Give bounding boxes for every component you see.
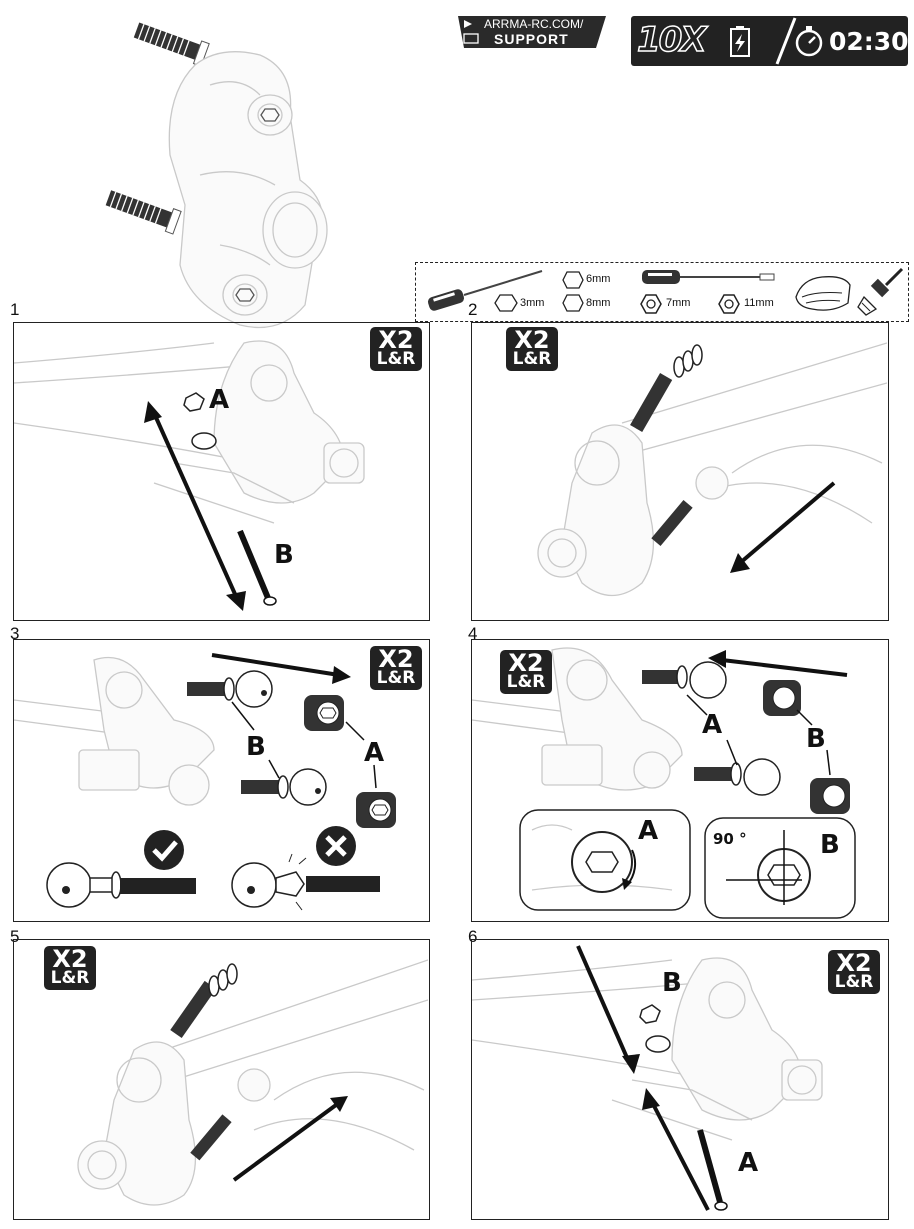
step-6-illustration	[472, 945, 823, 1211]
step-5-panel: X2 L&R	[13, 939, 430, 1220]
hex-8mm-icon	[562, 294, 584, 312]
brush-icon	[857, 267, 904, 316]
hex-driver-icon	[427, 270, 543, 311]
laptop-icon	[463, 33, 479, 44]
stopwatch-icon	[795, 26, 823, 57]
rag-icon	[795, 276, 851, 311]
step-1-panel: X2 L&R A B	[13, 322, 430, 621]
step-1-illustration	[14, 340, 365, 611]
step-4-number: 4	[468, 624, 478, 643]
support-logo-background	[458, 16, 606, 48]
badge-top-text: X2	[378, 326, 414, 354]
step-4-label-b: B	[806, 724, 826, 754]
badge-bottom-text: L&R	[512, 349, 552, 369]
hex-6mm-icon	[562, 271, 584, 289]
step-4-illustration	[472, 647, 856, 919]
time-value: 02:30	[829, 27, 909, 56]
tool-label-3mm: 3mm	[520, 297, 545, 309]
step-6-panel: X2 L&R B A	[471, 939, 889, 1220]
play-icon	[464, 20, 472, 28]
badge-bottom-text: L&R	[834, 972, 874, 992]
nut-7mm-icon	[640, 294, 662, 314]
support-line1: ARRMA-RC.COM/	[484, 17, 584, 31]
badge-top-text: X2	[514, 326, 550, 354]
step-4-label-a: A	[702, 710, 723, 740]
nut-11mm-icon	[718, 294, 740, 314]
step-3-label-b: B	[246, 732, 266, 762]
step-3-label-a: A	[364, 738, 385, 768]
battery-icon	[730, 26, 750, 57]
badge-top-text: X2	[52, 945, 88, 973]
hub-carrier-illustration	[105, 22, 328, 329]
badge-bottom-text: L&R	[376, 668, 416, 688]
step-5-number: 5	[10, 927, 20, 946]
tool-label-11mm: 11mm	[744, 297, 774, 309]
step-1-label-b: B	[274, 540, 294, 570]
step-4-quantity-badge: X2 L&R	[500, 650, 552, 694]
step-2-number: 2	[468, 300, 478, 319]
step-6-number: 6	[468, 927, 478, 946]
badge-top-text: X2	[378, 645, 414, 673]
step-4-panel: X2 L&R A B A B 90 °	[471, 639, 889, 922]
step-3-number: 3	[10, 624, 20, 643]
tools-required-box: 3mm 6mm 8mm 7mm 11mm	[415, 262, 909, 322]
step-6-label-b: B	[662, 968, 682, 998]
step-3-quantity-badge: X2 L&R	[370, 646, 422, 690]
step-5-quantity-badge: X2 L&R	[44, 946, 96, 990]
step-6-quantity-badge: X2 L&R	[828, 950, 880, 994]
divider-slash	[775, 17, 797, 65]
step-4-detail-b: B	[820, 830, 840, 860]
step-4-detail-a: A	[638, 816, 659, 846]
badge-top-text: X2	[836, 949, 872, 977]
step-5-illustration	[77, 959, 428, 1206]
tool-label-7mm: 7mm	[666, 297, 691, 309]
step-2-quantity-badge: X2 L&R	[506, 327, 558, 371]
step-3-illustration	[14, 653, 396, 911]
tool-label-8mm: 8mm	[586, 297, 611, 309]
tool-label-6mm: 6mm	[586, 273, 611, 285]
step-6-label-a: A	[738, 1148, 759, 1178]
step-1-quantity-badge: X2 L&R	[370, 327, 422, 371]
repeat-count: 10X	[636, 19, 707, 61]
step-3-panel: X2 L&R B A	[13, 639, 430, 922]
hex-3mm-icon	[494, 294, 518, 312]
support-logo[interactable]: ARRMA-RC.COM/ SUPPORT	[458, 14, 606, 50]
nut-driver-icon	[642, 270, 775, 284]
badge-bottom-text: L&R	[376, 349, 416, 369]
step-4-angle-label: 90 °	[713, 830, 747, 848]
step-1-label-a: A	[209, 385, 230, 415]
badge-bottom-text: L&R	[506, 672, 546, 692]
repeat-time-bar: 10X 02:30	[631, 16, 909, 66]
badge-bottom-text: L&R	[50, 968, 90, 988]
badge-top-text: X2	[508, 649, 544, 677]
step-1-number: 1	[10, 300, 20, 319]
support-line2: SUPPORT	[494, 31, 569, 47]
step-2-illustration	[537, 342, 887, 596]
step-2-panel: X2 L&R	[471, 322, 889, 621]
